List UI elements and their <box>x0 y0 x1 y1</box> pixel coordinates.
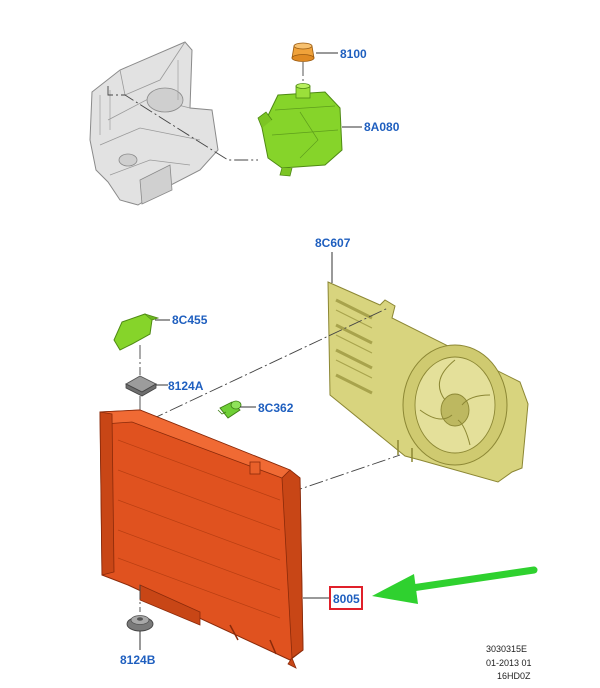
label-reservoir: 8A080 <box>364 120 400 134</box>
reservoir-cap <box>291 42 315 62</box>
label-drain-plug: 8C362 <box>258 401 294 415</box>
radiator-highlight-box <box>329 586 363 610</box>
body-structure <box>89 41 219 206</box>
reference-line-1: 3030315E <box>486 644 527 654</box>
reference-line-3: 16HD0Z <box>497 671 531 681</box>
upper-insulator <box>125 375 157 397</box>
drain-plug <box>217 400 242 419</box>
upper-bracket <box>113 313 160 351</box>
pointer-arrow <box>372 566 538 604</box>
leader-body-reservoir <box>107 86 258 161</box>
coolant-reservoir <box>257 83 343 177</box>
label-fan-shroud: 8C607 <box>315 236 351 250</box>
reference-line-2: 01-2013 01 <box>486 658 532 668</box>
label-upper-bracket: 8C455 <box>172 313 208 327</box>
label-lower-insulator: 8124B <box>120 653 156 667</box>
label-upper-insulator: 8124A <box>168 379 204 393</box>
lower-insulator <box>126 615 154 632</box>
label-radiator: 8005 <box>333 592 360 606</box>
radiator <box>99 409 304 669</box>
fan-shroud <box>327 281 529 483</box>
label-cap: 8100 <box>340 47 367 61</box>
